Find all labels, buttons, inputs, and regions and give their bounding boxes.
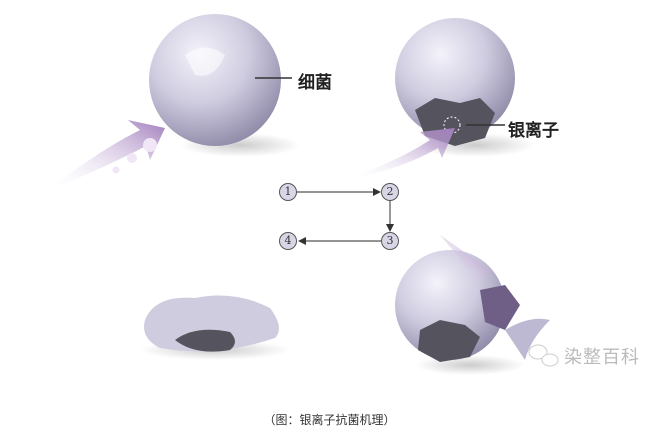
bacterium-collapsed [140, 295, 290, 360]
label-bacteria: 细菌 [298, 73, 332, 93]
ion-arrow-1 [45, 120, 165, 192]
wechat-icon [528, 344, 559, 367]
bacterium-penetrated [345, 18, 535, 180]
process-flow [297, 188, 394, 245]
bacterium-broken [395, 235, 550, 375]
step-3: 3 [381, 232, 399, 250]
bacterium-intact [149, 14, 300, 157]
caption: （图：银离子抗菌机理） [263, 413, 396, 427]
step-2: 2 [381, 183, 399, 201]
watermark: 染整百科 [564, 347, 640, 368]
label-silver-ion: 银离子 [508, 121, 559, 141]
step-1: 1 [279, 183, 297, 201]
step-4: 4 [279, 232, 297, 250]
